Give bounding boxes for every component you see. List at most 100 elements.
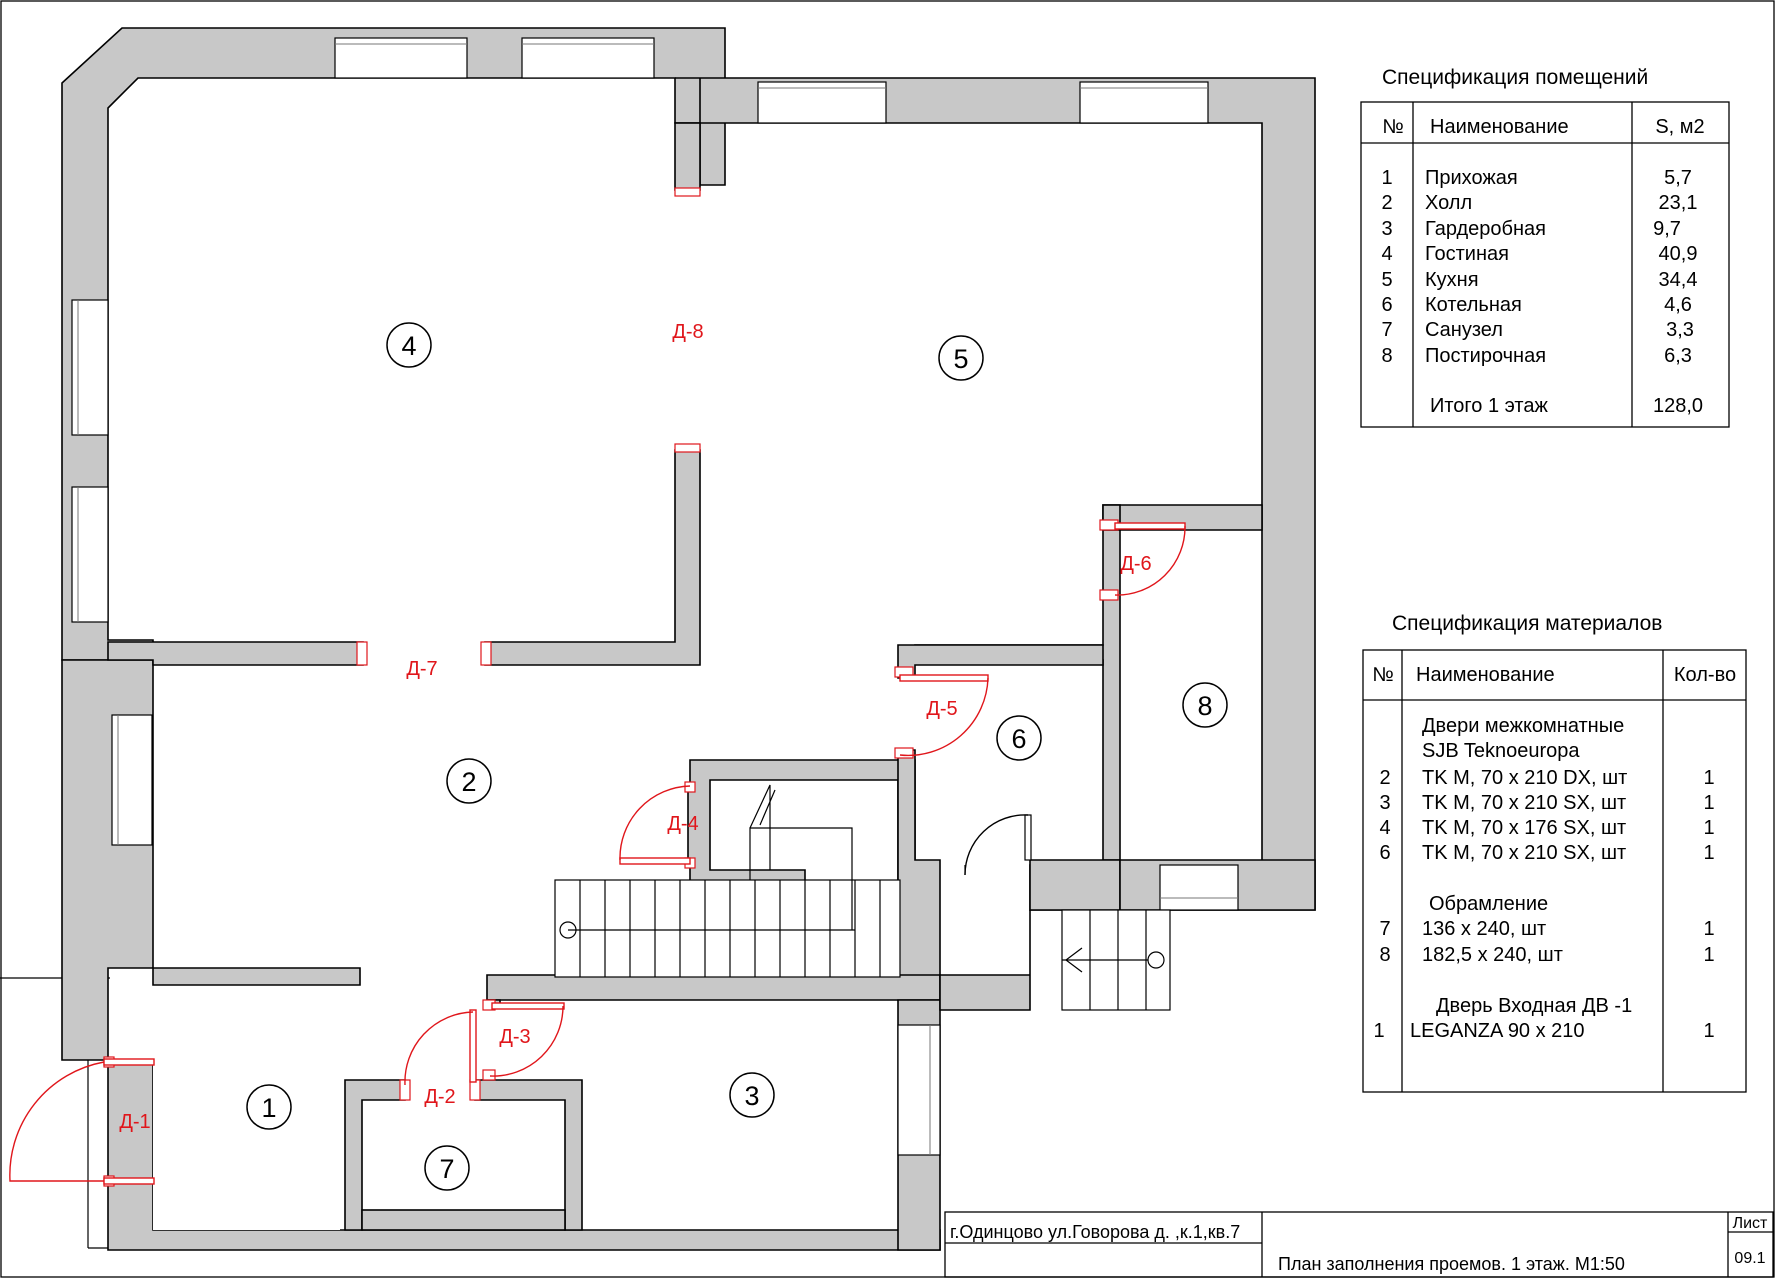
window	[897, 1024, 941, 1156]
room-number: 6	[1011, 724, 1026, 754]
table-row: 6 TK M, 70 x 210 SX, шт 1	[1379, 842, 1714, 864]
table-row: 6 Котельная 4,6	[1381, 294, 1691, 316]
door-label-4: Д-4	[667, 813, 698, 835]
sheet-number: 09.1	[1734, 1250, 1765, 1267]
table-row: 8 Постирочная 6,3	[1381, 345, 1691, 367]
windows	[71, 37, 1239, 1156]
row-num: 5	[1381, 269, 1392, 291]
row-name: Кухня	[1425, 269, 1479, 291]
room-number: 1	[261, 1093, 276, 1123]
row-num: 8	[1379, 944, 1390, 966]
table-row: 4 TK M, 70 x 176 SX, шт 1	[1379, 817, 1714, 839]
row-qty: 1	[1703, 944, 1714, 966]
title-block-frame	[944, 1211, 1774, 1278]
wall-6-left	[897, 749, 941, 1001]
row-num: 6	[1379, 842, 1390, 864]
materials-spec-table: Спецификация материалов № Наименование К…	[1362, 612, 1747, 1093]
row-num: 2	[1379, 767, 1390, 789]
table-row: 3 Гардеробная 9,7	[1381, 218, 1680, 240]
room-marker: 4	[386, 322, 432, 368]
row-area: 34,4	[1659, 269, 1698, 291]
room-markers: 1 2 3 4 5 6 7 8	[246, 322, 1228, 1191]
wall-8	[914, 504, 1263, 861]
door-label-3: Д-3	[499, 1026, 530, 1048]
row-num: 6	[1381, 294, 1392, 316]
wall-4-2	[484, 449, 701, 666]
table-row: 5 Кухня 34,4	[1381, 269, 1697, 291]
room-1-floor	[153, 1000, 340, 1230]
table-row: 3 TK M, 70 x 210 SX, шт 1	[1379, 792, 1714, 814]
room-marker: 7	[424, 1145, 470, 1191]
door-label-1: Д-1	[119, 1111, 150, 1133]
row-qty: 1	[1703, 1020, 1714, 1042]
wall-6-top	[897, 644, 1104, 679]
table-row: 8 182,5 x 240, шт 1	[1379, 944, 1714, 966]
materials-spec-frame	[1362, 649, 1747, 1093]
entrance-marker	[1147, 951, 1165, 969]
materials-spec-title: Спецификация материалов	[1392, 612, 1662, 635]
row-name: 136 x 240, шт	[1422, 918, 1546, 940]
window	[521, 37, 655, 79]
row-num: 4	[1381, 243, 1392, 265]
room-marker: 8	[1182, 682, 1228, 728]
row-qty: 1	[1703, 817, 1714, 839]
row-qty: 1	[1703, 767, 1714, 789]
table-row: 2 Холл 23,1	[1381, 192, 1697, 214]
row-qty: 1	[1703, 792, 1714, 814]
row-area: 23,1	[1659, 192, 1698, 214]
wall-7-right	[474, 1079, 583, 1231]
table-row: 7 Санузел 3,3	[1381, 319, 1693, 341]
row-num: 3	[1379, 792, 1390, 814]
staircase	[554, 784, 1171, 1011]
group-heading: Дверь Входная ДВ -1	[1436, 995, 1632, 1017]
wall-7	[344, 1079, 406, 1231]
room-number: 7	[439, 1154, 454, 1184]
row-num: 8	[1381, 345, 1392, 367]
wall-7-bottom	[361, 1209, 566, 1231]
stair-flight	[554, 879, 901, 978]
table-row: 4 Гостиная 40,9	[1381, 243, 1697, 265]
room-marker: 2	[446, 758, 492, 804]
row-area: 3,3	[1666, 319, 1694, 341]
title-block: г.Одинцово ул.Говорова д. ,к.1,кв.7 План…	[944, 1211, 1774, 1278]
row-name: TK M, 70 x 210 SX, шт	[1422, 792, 1626, 814]
window	[1079, 81, 1209, 124]
door-label-2: Д-2	[424, 1086, 455, 1108]
rooms-spec-frame	[1360, 101, 1730, 428]
row-qty: 1	[1703, 842, 1714, 864]
total-label: Итого 1 этаж	[1430, 395, 1548, 417]
room-marker: 3	[729, 1072, 775, 1118]
total-value: 128,0	[1653, 395, 1703, 417]
row-area: 5,7	[1664, 167, 1692, 189]
row-name: LEGANZA 90 x 210	[1410, 1020, 1585, 1042]
table-row: 1 LEGANZA 90 x 210 1	[1373, 1020, 1714, 1042]
window	[1159, 864, 1239, 911]
row-name: Санузел	[1425, 319, 1503, 341]
wall-stub-4-5	[674, 122, 701, 191]
group-heading: Двери межкомнатные	[1422, 715, 1624, 737]
col-header-name: Наименование	[1416, 664, 1555, 686]
row-name: Котельная	[1425, 294, 1522, 316]
address-text: г.Одинцово ул.Говорова д. ,к.1,кв.7	[950, 1222, 1240, 1242]
room-marker: 1	[246, 1084, 292, 1130]
table-row: 7 136 x 240, шт 1	[1379, 918, 1714, 940]
room-number: 2	[461, 767, 476, 797]
wall-6-bottom	[1029, 859, 1121, 911]
window	[757, 81, 887, 124]
row-num: 3	[1381, 218, 1392, 240]
door-label-7: Д-7	[406, 658, 437, 680]
row-area: 40,9	[1659, 243, 1698, 265]
wall-landing	[939, 910, 1031, 1011]
wall-hall-bottom	[152, 967, 361, 986]
row-num: 1	[1381, 167, 1392, 189]
room-marker: 5	[938, 335, 984, 381]
boiler-door	[964, 814, 1032, 876]
door-label-5: Д-5	[926, 698, 957, 720]
door-label-8: Д-8	[672, 321, 703, 343]
wall-north-5	[675, 77, 1316, 911]
row-num: 7	[1381, 319, 1392, 341]
col-header-num: №	[1372, 664, 1393, 686]
rooms-spec-table: Спецификация помещений № Наименование S,…	[1360, 66, 1730, 428]
door-label-6: Д-6	[1120, 553, 1151, 575]
